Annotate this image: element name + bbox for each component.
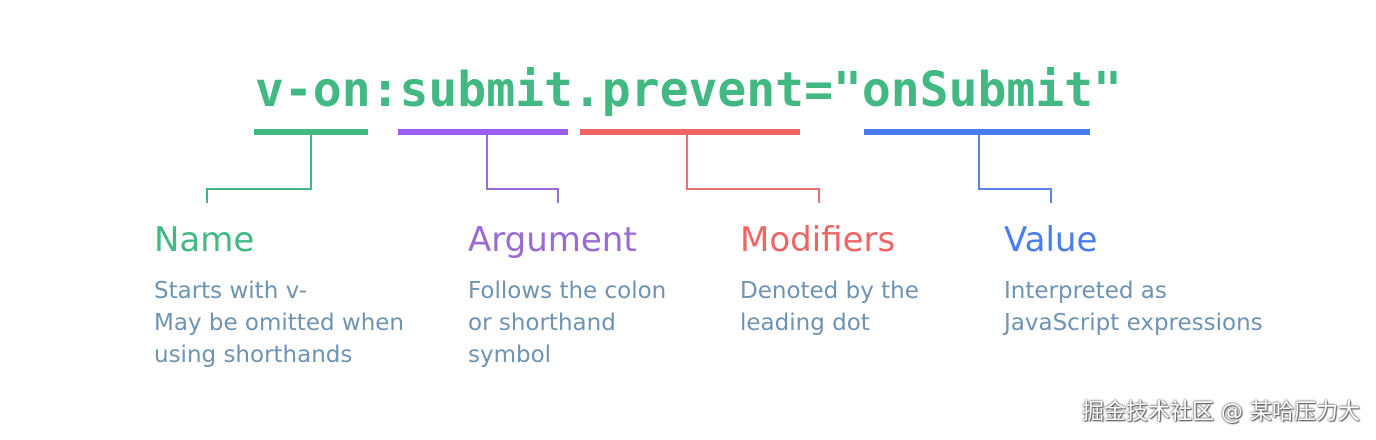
part-value-description: Interpreted as JavaScript expressions	[1004, 278, 1263, 336]
modifiers-connector	[686, 135, 820, 203]
name-underline	[254, 129, 368, 135]
part-modifiers-description: Denoted by the leading dot	[740, 278, 919, 336]
part-argument-description: Follows the colon or shorthand symbol	[468, 278, 667, 368]
part-modifiers-title: Modifiers	[740, 220, 896, 260]
part-value: Value Interpreted as JavaScript expressi…	[1004, 220, 1284, 339]
argument-connector	[486, 135, 559, 203]
part-argument: Argument Follows the colon or shorthand …	[468, 220, 748, 371]
part-name-description: Starts with v- May be omitted when using…	[154, 278, 405, 368]
part-argument-title: Argument	[468, 220, 637, 260]
part-name-title: Name	[154, 220, 255, 260]
directive-code: v-on:submit.prevent="onSubmit"	[255, 62, 1122, 118]
name-connector	[206, 135, 312, 203]
watermark: 掘金技术社区 @ 某哈压力大	[1082, 400, 1360, 425]
modifiers-underline	[580, 129, 800, 135]
argument-underline	[398, 129, 568, 135]
part-modifiers: Modifiers Denoted by the leading dot	[740, 220, 1020, 339]
value-connector	[978, 135, 1052, 203]
part-name: Name Starts with v- May be omitted when …	[154, 220, 434, 371]
value-underline	[864, 129, 1090, 135]
part-value-title: Value	[1004, 220, 1098, 260]
